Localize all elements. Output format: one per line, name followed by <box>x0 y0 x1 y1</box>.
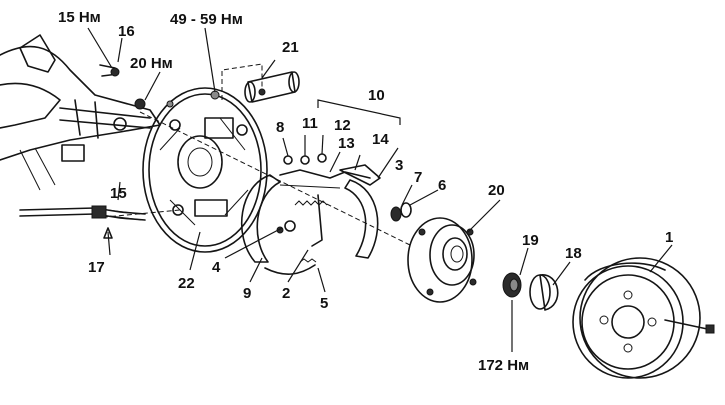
bleeder-screw <box>99 64 120 77</box>
part-label-2: 2 <box>282 285 290 302</box>
part-label-20: 20 <box>488 182 505 199</box>
part-label-21: 21 <box>282 39 299 56</box>
torque-label-15nm: 15 Нм <box>58 9 101 26</box>
hub-nut <box>502 272 522 298</box>
part-label-7: 7 <box>414 169 422 186</box>
part-label-18: 18 <box>565 245 582 262</box>
part-label-17: 17 <box>88 259 105 276</box>
part-label-19: 19 <box>522 232 539 249</box>
part-label-10: 10 <box>368 87 385 104</box>
brake-line <box>19 205 146 239</box>
part-label-13: 13 <box>338 135 355 152</box>
part-label-11: 11 <box>302 115 318 132</box>
part-label-16: 16 <box>118 23 135 40</box>
spring-assembly <box>279 153 381 263</box>
brake-drum <box>572 257 715 379</box>
part-label-1: 1 <box>665 229 673 246</box>
part-label-4: 4 <box>212 259 221 276</box>
part-label-12: 12 <box>334 117 351 134</box>
group-10-bracket <box>317 99 401 125</box>
brake-shoes <box>240 174 379 275</box>
torque-label-20nm: 20 Нм <box>130 55 173 72</box>
axle-beam <box>0 34 161 191</box>
part-label-22: 22 <box>178 275 195 292</box>
part-label-5: 5 <box>320 295 328 312</box>
part-label-3: 3 <box>395 157 403 174</box>
wheel-hub <box>407 217 477 303</box>
backing-plate <box>142 87 268 253</box>
part-label-8: 8 <box>276 119 284 136</box>
part-label-6: 6 <box>438 177 446 194</box>
torque-label-49-59nm: 49 - 59 Нм <box>170 11 243 28</box>
washer-nut <box>390 202 412 222</box>
alignment-lines <box>94 63 411 246</box>
grease-cap <box>529 274 559 311</box>
part-label-15: 15 <box>110 185 127 202</box>
part-label-9: 9 <box>243 285 251 302</box>
wheel-cylinder <box>244 71 300 103</box>
leader-lines <box>87 27 673 352</box>
torque-label-172nm: 172 Нм <box>478 357 529 374</box>
part-label-14: 14 <box>372 131 389 148</box>
